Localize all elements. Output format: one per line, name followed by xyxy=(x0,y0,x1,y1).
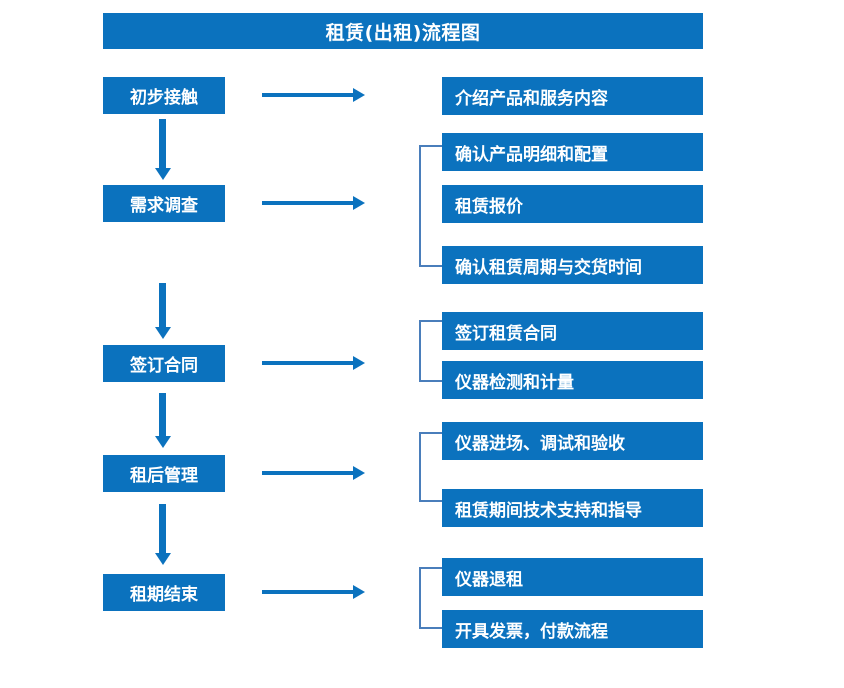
group-bracket-demand-survey xyxy=(419,145,442,267)
group-bracket-sign-contract xyxy=(419,320,442,382)
detail-box-introduce-products[interactable]: 介绍产品和服务内容 xyxy=(442,77,703,115)
down-arrow-icon-management-to-end xyxy=(159,504,166,554)
detail-box-technical-support[interactable]: 租赁期间技术支持和指导 xyxy=(442,489,703,527)
detail-box-rental-quotation[interactable]: 租赁报价 xyxy=(442,185,703,223)
right-arrow-icon-initial-contact xyxy=(262,93,354,97)
right-arrow-icon-rental-end xyxy=(262,590,354,594)
group-bracket-post-rental-management xyxy=(419,432,442,502)
stage-box-demand-survey[interactable]: 需求调查 xyxy=(103,185,225,222)
detail-box-instrument-delivery-commissioning[interactable]: 仪器进场、调试和验收 xyxy=(442,422,703,460)
detail-box-confirm-rental-period[interactable]: 确认租赁周期与交货时间 xyxy=(442,246,703,284)
group-bracket-rental-end xyxy=(419,567,442,629)
diagram-title: 租赁(出租)流程图 xyxy=(103,13,703,49)
down-arrow-icon-survey-to-contract xyxy=(159,283,166,328)
stage-box-rental-end[interactable]: 租期结束 xyxy=(103,574,225,611)
stage-box-post-rental-management[interactable]: 租后管理 xyxy=(103,455,225,492)
down-arrow-icon-contract-to-management xyxy=(159,393,166,437)
right-arrow-icon-sign-contract xyxy=(262,361,354,365)
right-arrow-icon-post-rental-management xyxy=(262,471,354,475)
detail-box-instrument-return[interactable]: 仪器退租 xyxy=(442,558,703,596)
detail-box-confirm-product-details[interactable]: 确认产品明细和配置 xyxy=(442,133,703,171)
right-arrow-icon-demand-survey xyxy=(262,201,354,205)
detail-box-instrument-inspection[interactable]: 仪器检测和计量 xyxy=(442,361,703,399)
stage-box-initial-contact[interactable]: 初步接触 xyxy=(103,77,225,114)
down-arrow-icon-contact-to-survey xyxy=(159,119,166,169)
detail-box-invoice-payment[interactable]: 开具发票，付款流程 xyxy=(442,610,703,648)
stage-box-sign-contract[interactable]: 签订合同 xyxy=(103,345,225,382)
detail-box-sign-rental-contract[interactable]: 签订租赁合同 xyxy=(442,312,703,350)
